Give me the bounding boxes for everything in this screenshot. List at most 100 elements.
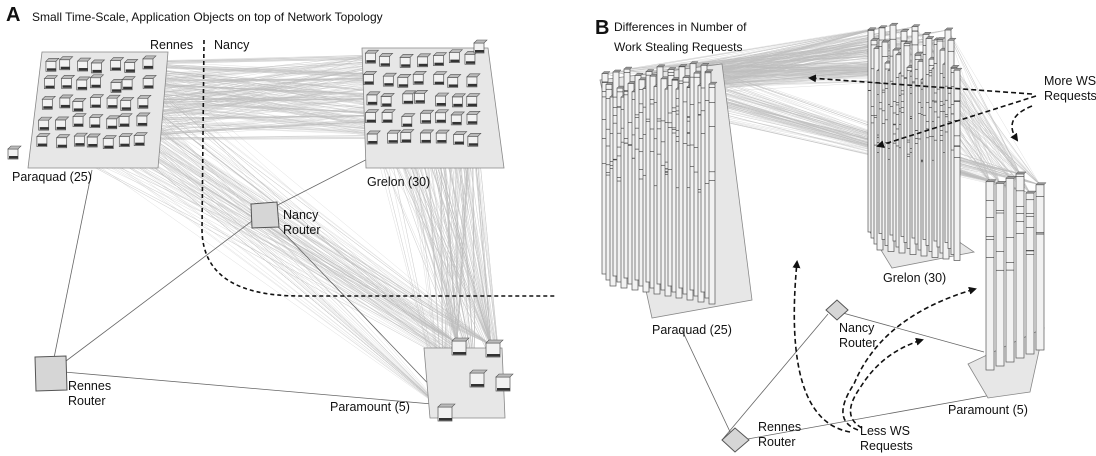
cube-top <box>118 133 134 137</box>
traffic-line <box>142 100 388 115</box>
annotation-arrow <box>792 260 851 433</box>
cube-shadow <box>60 104 70 108</box>
rennes-router-node <box>721 427 750 453</box>
application-object <box>7 145 22 160</box>
bar-top <box>995 181 1007 184</box>
cluster-label-paraquad-b: Paraquad (25) <box>652 323 732 337</box>
router-sub: Router <box>839 336 877 350</box>
cube-shadow <box>43 106 53 109</box>
cube-top <box>133 132 148 136</box>
cube-shadow <box>448 84 458 87</box>
cube-shadow <box>88 143 98 147</box>
traffic-line <box>681 29 872 67</box>
cube-shadow <box>77 86 87 90</box>
cube-shadow <box>453 352 466 355</box>
application-object <box>397 73 412 88</box>
annotation-arrow <box>842 286 977 431</box>
traffic-line <box>950 40 1001 184</box>
cube-shadow <box>112 89 122 92</box>
panel-b-routers <box>721 299 849 453</box>
cube-shadow <box>137 122 147 126</box>
cube-top <box>366 91 381 96</box>
cube-shadow <box>439 418 452 421</box>
traffic-line <box>405 134 476 376</box>
cube-top <box>366 130 381 135</box>
cube-shadow <box>388 140 398 143</box>
traffic-line <box>108 140 458 344</box>
cube-shadow <box>121 107 131 110</box>
bar-top <box>900 29 910 32</box>
cube-top <box>109 57 125 61</box>
cube-top <box>362 71 378 75</box>
application-object <box>136 112 151 127</box>
cube-top <box>448 49 464 53</box>
cube-top <box>402 90 417 95</box>
traffic-line <box>692 63 1041 185</box>
cube-top <box>118 113 133 117</box>
cube-shadow <box>366 60 376 63</box>
cube-shadow <box>467 103 477 107</box>
application-object <box>89 114 104 128</box>
bar-top <box>708 81 718 85</box>
cube-top <box>466 93 481 97</box>
application-object <box>378 53 394 67</box>
cube-shadow <box>111 67 121 71</box>
panel-a-canvas <box>7 39 556 422</box>
cube-top <box>419 129 435 134</box>
cube-top <box>386 129 402 134</box>
cube-top <box>437 403 456 408</box>
cube-shadow <box>56 126 66 130</box>
traffic-line <box>108 140 492 346</box>
application-object <box>121 76 136 91</box>
cube-shadow <box>434 81 444 85</box>
application-object <box>118 133 134 148</box>
nancy-router-node <box>250 201 280 229</box>
application-object <box>432 52 448 67</box>
router-sub: Router <box>283 223 321 237</box>
application-object <box>495 373 514 392</box>
annotation-arrow <box>808 74 1033 95</box>
cube-top <box>137 94 152 99</box>
cube-top <box>400 129 415 133</box>
traffic-line <box>670 69 1041 185</box>
bar-top <box>634 73 644 76</box>
traffic-line <box>692 63 903 74</box>
cube-top <box>450 111 466 116</box>
cube-top <box>37 116 53 121</box>
cube-shadow <box>465 61 475 64</box>
panel-letter-a: A <box>6 4 21 26</box>
traffic-line <box>139 59 406 138</box>
cube-shadow <box>90 124 100 128</box>
cube-shadow <box>421 120 431 123</box>
application-object <box>448 49 464 63</box>
application-object <box>76 76 91 91</box>
cube-top <box>452 131 468 135</box>
cube-top <box>90 59 106 64</box>
application-object <box>412 70 427 85</box>
cube-shadow <box>454 141 464 145</box>
cube-top <box>466 73 481 78</box>
traffic-line <box>142 54 371 101</box>
cube-top <box>60 74 76 79</box>
cube-shadow <box>401 64 411 67</box>
cube-top <box>397 73 412 78</box>
cube-top <box>36 133 51 137</box>
application-object <box>137 94 152 109</box>
bar-top <box>911 24 921 27</box>
cube-top <box>364 49 380 54</box>
cube-top <box>43 75 59 79</box>
application-object <box>399 54 414 68</box>
traffic-line <box>372 135 458 344</box>
cube-top <box>119 97 135 101</box>
annotation-arrow <box>876 95 1037 149</box>
application-object <box>60 74 76 89</box>
application-object <box>54 116 70 131</box>
traffic-line <box>141 117 502 380</box>
cube-shadow <box>60 66 70 70</box>
traffic-line <box>125 102 373 137</box>
cube-shadow <box>382 103 392 106</box>
traffic-line <box>115 62 502 380</box>
cube-shadow <box>368 140 378 144</box>
cube-top <box>142 75 157 79</box>
topology-link <box>741 394 993 441</box>
